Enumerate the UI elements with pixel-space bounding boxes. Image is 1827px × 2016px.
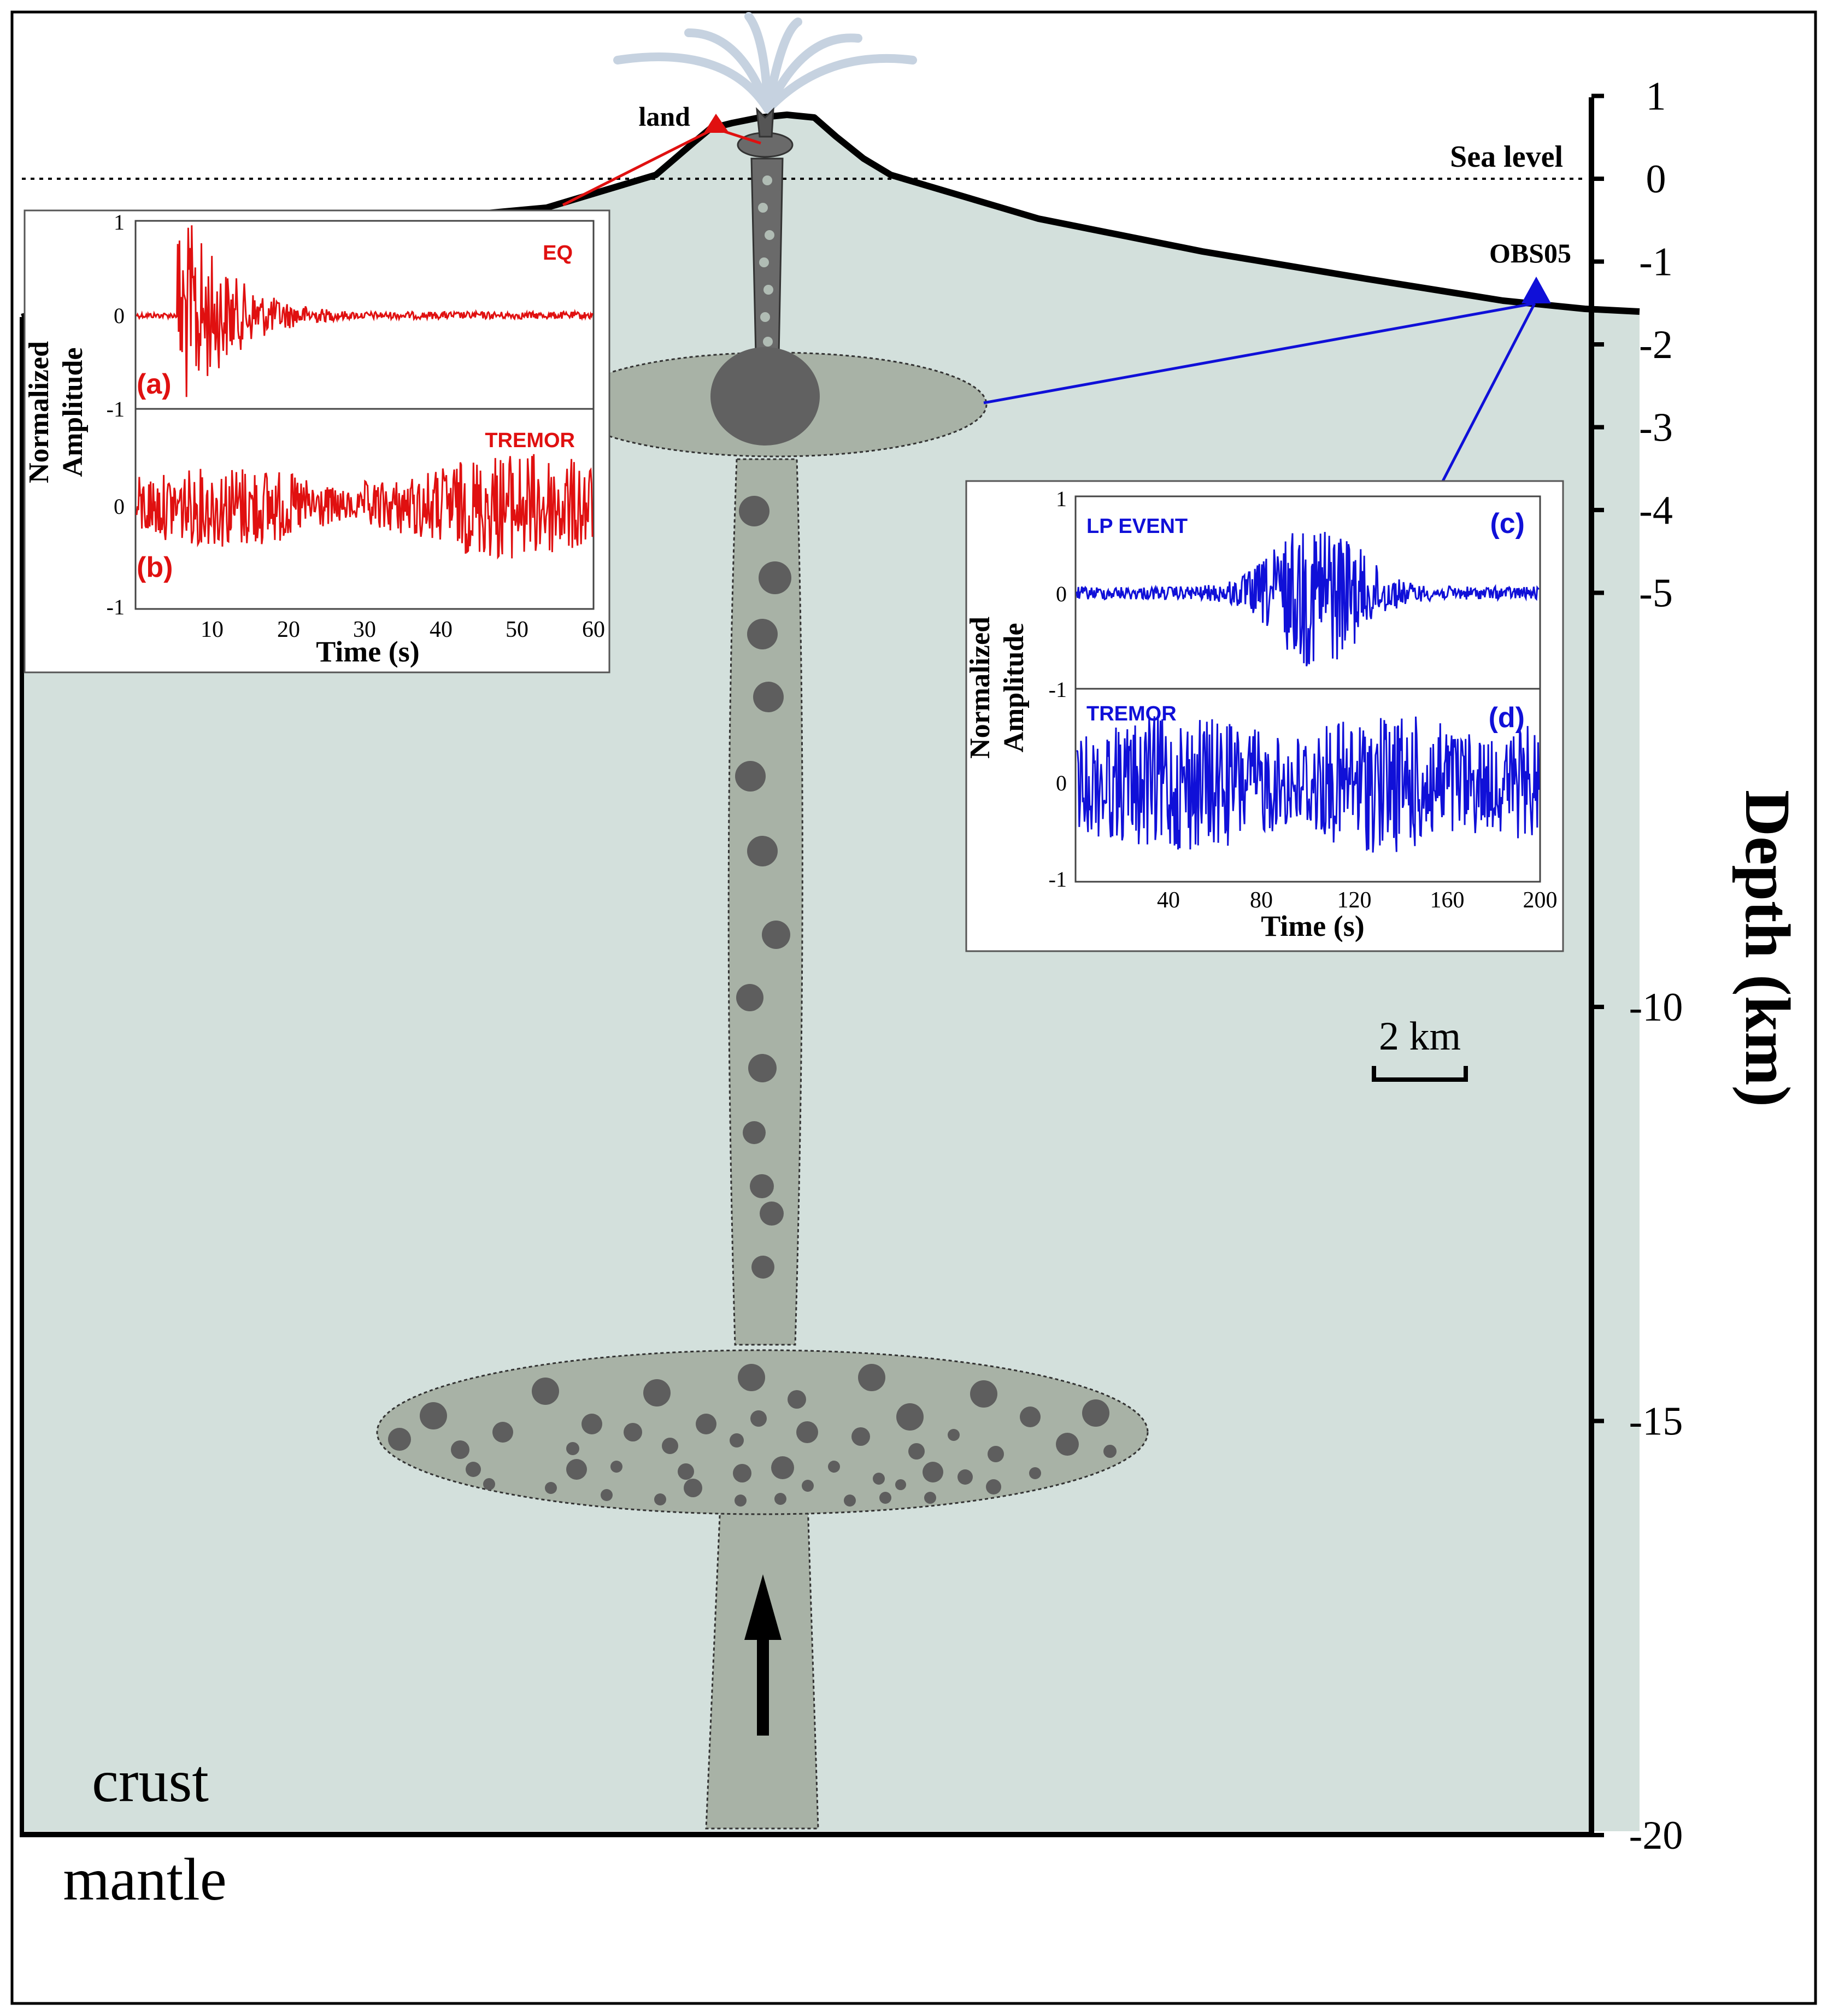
obs-station-label: OBS05 xyxy=(1489,238,1571,268)
depth-tick-label: -15 xyxy=(1629,1399,1683,1444)
land-ytick-top-0: 0 xyxy=(114,303,125,328)
land-xtick-40: 40 xyxy=(430,617,453,642)
sea-level-label: Sea level xyxy=(1450,140,1563,174)
obs-lp-trace xyxy=(1076,532,1540,667)
depth-tick-label: -5 xyxy=(1639,571,1673,616)
eruption-plume xyxy=(613,12,917,114)
depth-axis: 1 0 -1 -2 -3 -4 -5 -10 -15 -20 xyxy=(1589,74,1683,1858)
depth-tick-label: -10 xyxy=(1629,985,1683,1030)
obs-xtick-200: 200 xyxy=(1523,888,1558,913)
depth-axis-title: Depth (km) xyxy=(1732,790,1803,1107)
depth-tick-label: 0 xyxy=(1646,157,1666,202)
depth-tick-label: -20 xyxy=(1629,1813,1683,1858)
chamber-bubbles xyxy=(388,1364,1117,1507)
depth-tick-label: 1 xyxy=(1646,74,1666,119)
panel-d-letter: (d) xyxy=(1489,702,1525,734)
land-ytick-top-1: 1 xyxy=(114,210,125,235)
scale-bar xyxy=(1372,1066,1468,1082)
panel-a-letter: (a) xyxy=(137,368,172,400)
land-ytick-bot-0: 0 xyxy=(114,494,125,519)
land-ytick-bot-m1: -1 xyxy=(107,595,125,619)
obs-ytick-bot-m1: -1 xyxy=(1049,867,1067,892)
obs-connector-inset xyxy=(1441,302,1536,482)
panel-a-title: EQ xyxy=(543,242,573,265)
surface-line xyxy=(21,112,1640,320)
magma-ascent-arrow xyxy=(744,1574,782,1736)
mantle-label: mantle xyxy=(63,1846,226,1913)
obs-ytick-top-m1: -1 xyxy=(1049,677,1067,702)
obs-station-icon xyxy=(1521,277,1551,303)
land-connector-vent xyxy=(714,127,761,145)
obs-ylabel-line1: Normalized xyxy=(965,617,996,759)
depth-tick-label: -2 xyxy=(1639,323,1673,367)
land-seismogram-inset: Normalized Amplitude 1 0 -1 0 -1 10 20 3… xyxy=(24,209,610,673)
scale-label: 2 km xyxy=(1379,1014,1461,1059)
depth-tick-label: -4 xyxy=(1639,488,1673,533)
obs-ytick-top-1: 1 xyxy=(1056,487,1067,511)
depth-tick-label: -1 xyxy=(1639,240,1673,285)
land-tremor-trace xyxy=(136,454,594,560)
deep-conduit xyxy=(727,458,803,1346)
obs-xtick-40: 40 xyxy=(1157,888,1180,913)
land-xtick-30: 30 xyxy=(353,617,376,642)
obs-connector-chamber xyxy=(983,302,1535,405)
land-xtick-50: 50 xyxy=(506,617,528,642)
obs-ylabel-line2: Amplitude xyxy=(998,623,1030,753)
obs-ytick-bot-0: 0 xyxy=(1056,771,1067,795)
land-connector xyxy=(562,127,716,207)
land-ylabel-line2: Amplitude xyxy=(57,348,89,477)
obs-xlabel: Time (s) xyxy=(1261,910,1364,942)
panel-c-letter: (c) xyxy=(1490,508,1525,540)
panel-d-title: TREMOR xyxy=(1086,702,1177,725)
crust-label: crust xyxy=(92,1748,209,1814)
obs-seismogram-inset: Normalized Amplitude 1 0 -1 0 -1 40 80 1… xyxy=(965,480,1564,952)
conduit-bubbles xyxy=(735,496,791,1279)
panel-b-title: TREMOR xyxy=(485,429,575,452)
obs-tremor-trace xyxy=(1076,716,1540,853)
land-xlabel: Time (s) xyxy=(316,635,419,668)
land-xtick-60: 60 xyxy=(582,617,605,642)
obs-xtick-160: 160 xyxy=(1430,888,1465,913)
obs-xtick-120: 120 xyxy=(1337,888,1372,913)
shallow-magma-blob xyxy=(710,347,820,446)
land-ylabel-line1: Normalized xyxy=(24,341,55,483)
land-eq-trace xyxy=(136,225,594,397)
panel-b-letter: (b) xyxy=(137,552,173,583)
obs-ytick-top-0: 0 xyxy=(1056,582,1067,606)
land-xtick-10: 10 xyxy=(201,617,224,642)
land-station-icon xyxy=(704,114,729,133)
volcanic-conduit xyxy=(737,107,794,356)
land-ytick-top-m1: -1 xyxy=(107,397,125,421)
obs-xtick-80: 80 xyxy=(1250,888,1273,913)
depth-tick-label: -3 xyxy=(1639,406,1673,450)
land-station-label: land xyxy=(638,101,690,132)
land-xtick-20: 20 xyxy=(277,617,300,642)
panel-c-title: LP EVENT xyxy=(1086,515,1188,538)
